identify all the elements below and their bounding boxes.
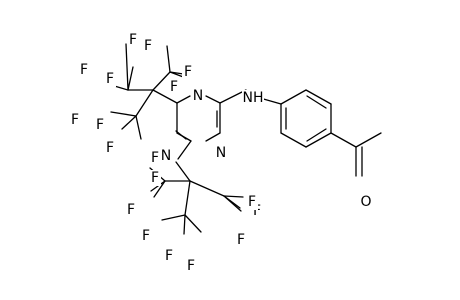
bond-31 xyxy=(166,45,171,73)
atom-f-1: F xyxy=(129,32,137,48)
atom-f-3-bg xyxy=(104,71,116,87)
atom-f-13: F xyxy=(142,228,150,244)
atom-f-3: F xyxy=(106,71,114,87)
atom-f-16-bg xyxy=(163,248,175,264)
bond-27 xyxy=(127,66,134,91)
atom-n-top-bg xyxy=(192,88,204,104)
bond-45 xyxy=(223,195,244,198)
bond-26 xyxy=(135,89,154,117)
atom-f-1-bg xyxy=(127,32,139,48)
atom-n-mid: N xyxy=(161,148,171,164)
atom-f-12-bg xyxy=(125,202,137,218)
atom-n-mid-bg xyxy=(160,148,172,164)
atom-n-top: N xyxy=(193,88,203,104)
atom-f-14: F xyxy=(253,203,261,219)
bond-23 xyxy=(152,89,178,104)
bond-41 xyxy=(153,180,166,198)
atom-nh: NH xyxy=(243,90,264,106)
atom-f-2: F xyxy=(80,62,88,78)
atom-f-10: F xyxy=(151,150,159,166)
bond-48 xyxy=(183,214,186,235)
bond-49 xyxy=(184,214,202,233)
bond-8 xyxy=(219,89,247,104)
bond-40 xyxy=(184,180,191,216)
atom-f-7-bg xyxy=(69,112,81,128)
bond-14 xyxy=(280,132,307,148)
bond-39 xyxy=(189,180,225,197)
atom-f-10-bg xyxy=(149,150,161,166)
atom-f-12: F xyxy=(127,202,135,218)
bond-19 xyxy=(330,132,357,148)
bond-16 xyxy=(306,95,327,109)
atom-f-4: F xyxy=(144,38,152,54)
bond-11 xyxy=(305,89,332,105)
bond-lines xyxy=(110,43,382,235)
bond-25 xyxy=(152,71,171,91)
bond-37 xyxy=(175,161,191,182)
atom-f-2-bg xyxy=(78,62,90,78)
bond-36 xyxy=(177,140,192,160)
atom-f-11-bg xyxy=(149,170,161,186)
atom-f-5-bg xyxy=(182,64,194,80)
atom-f-17: F xyxy=(187,258,195,274)
atom-f-18-bg xyxy=(246,194,258,210)
bond-1 xyxy=(205,95,221,104)
atom-f-5: F xyxy=(184,64,192,80)
atom-o-bg xyxy=(360,194,372,210)
bond-29 xyxy=(125,43,129,91)
atom-nh-bg xyxy=(242,90,264,106)
bond-35 xyxy=(110,111,137,117)
atom-n-right-bg xyxy=(215,145,227,161)
bond-33 xyxy=(121,115,137,130)
atom-n-right: N xyxy=(216,145,226,161)
atom-f-4-bg xyxy=(142,38,154,54)
atom-f-17-bg xyxy=(185,258,197,274)
bond-3 xyxy=(205,132,221,142)
atom-f-13-bg xyxy=(140,228,152,244)
atom-f-15: F xyxy=(237,232,245,248)
atom-f-6: F xyxy=(170,79,178,95)
atom-f-8: F xyxy=(96,117,104,133)
atom-f-8-bg xyxy=(94,117,106,133)
bond-47 xyxy=(161,214,186,221)
atom-f-11: F xyxy=(151,170,159,186)
atom-f-7: F xyxy=(71,112,79,128)
bond-7 xyxy=(175,130,187,140)
bond-0 xyxy=(176,95,191,104)
atom-f-9: F xyxy=(106,140,114,156)
atom-f-18: F xyxy=(248,194,256,210)
atom-o: O xyxy=(360,194,371,210)
bond-46 xyxy=(223,195,242,212)
atom-f-9-bg xyxy=(104,140,116,156)
bond-34 xyxy=(135,115,142,140)
bond-20 xyxy=(355,132,382,148)
atom-f-6-bg xyxy=(168,79,180,95)
bond-13 xyxy=(305,132,332,148)
bond-17 xyxy=(306,128,327,142)
atom-f-16: F xyxy=(165,248,173,264)
atom-f-15-bg xyxy=(235,232,247,248)
bond-10 xyxy=(280,89,307,105)
